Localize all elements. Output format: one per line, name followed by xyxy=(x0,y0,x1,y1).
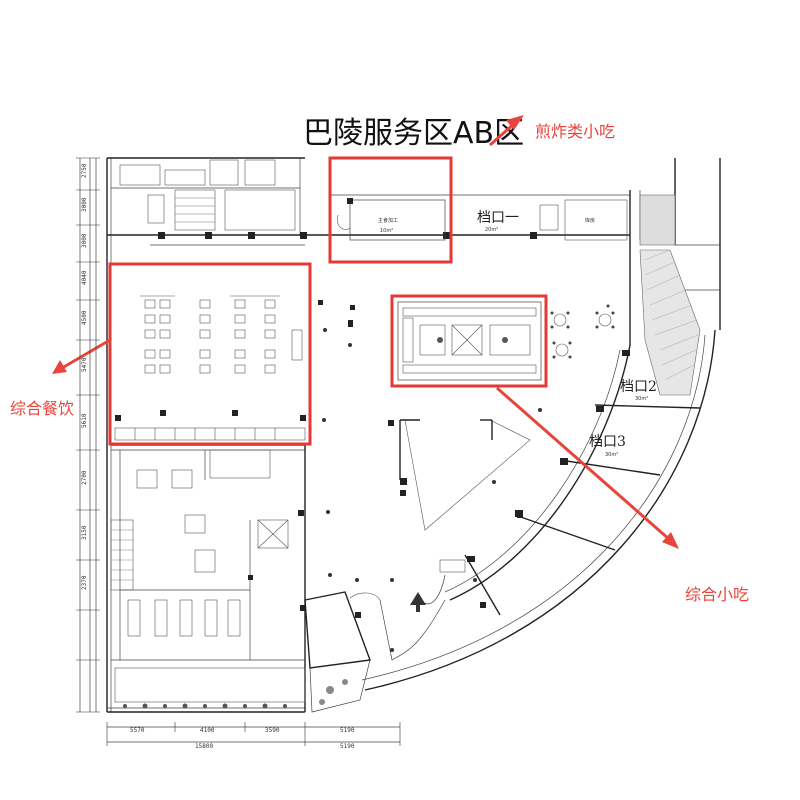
dim-left-6: 5610 xyxy=(81,413,88,428)
dining-label: 综合餐饮 xyxy=(10,399,74,418)
dim-bottom-2: 3590 xyxy=(265,727,280,734)
kitchen-highlight xyxy=(390,294,548,388)
svg-text:30m²: 30m² xyxy=(635,396,648,402)
svg-text:主食加工: 主食加工 xyxy=(378,217,398,224)
dim-left-0: 2750 xyxy=(81,163,88,178)
column-dots xyxy=(322,328,542,652)
stall-2-label: 档口2 xyxy=(620,379,657,395)
dim-left-9: 2370 xyxy=(81,575,88,590)
dim-left-7: 2700 xyxy=(81,470,88,485)
fried-snacks-room: 主食加工 10m² xyxy=(337,198,446,241)
stall-3-label: 档口3 xyxy=(589,434,626,450)
dim-left-1: 3000 xyxy=(81,197,88,212)
dining-tables xyxy=(140,295,303,374)
dim-bottom-5: 5190 xyxy=(340,743,355,750)
dim-left-5: 5470 xyxy=(81,357,88,372)
arrow-snacks xyxy=(496,386,679,549)
dim-bottom-4: 15800 xyxy=(195,743,213,750)
fried-snacks-label: 煎炸类小吃 xyxy=(535,122,615,141)
round-tables xyxy=(550,304,615,359)
entrance-area xyxy=(304,591,446,713)
dim-left-2: 3000 xyxy=(81,233,88,248)
dim-bottom-0: 5570 xyxy=(130,727,145,734)
lower-rooms xyxy=(110,444,306,712)
arrow-dining xyxy=(52,338,111,374)
direction-arrow-icon xyxy=(410,592,426,612)
outer-walls xyxy=(106,157,721,713)
hatched-wall-area xyxy=(639,194,701,396)
stall-1-label: 档口一 xyxy=(477,210,519,226)
snacks-label: 综合小吃 xyxy=(685,585,749,604)
svg-text:库房: 库房 xyxy=(585,217,595,224)
plan-title: 巴陵服务区AB区 xyxy=(303,116,524,151)
dim-bottom-1: 4100 xyxy=(200,727,215,734)
svg-text:30m²: 30m² xyxy=(605,452,618,458)
kitchen-island xyxy=(397,301,542,381)
fried-snacks-highlight xyxy=(328,156,453,264)
dining-counter-row xyxy=(114,427,306,441)
svg-text:10m²: 10m² xyxy=(380,228,393,234)
curved-facade xyxy=(361,329,716,691)
left-dimension-line: 2750 3000 3000 4040 4500 5470 5610 2700 … xyxy=(76,157,100,713)
dim-bottom-3: 5190 xyxy=(340,727,355,734)
dim-left-3: 4040 xyxy=(81,270,88,285)
back-rooms xyxy=(111,159,305,246)
bottom-dimension-line: 5570 4100 3590 5190 15800 5190 xyxy=(106,722,401,750)
svg-text:20m²: 20m² xyxy=(485,227,498,233)
columns xyxy=(115,232,537,618)
arrow-fried-snacks xyxy=(489,115,524,147)
dim-left-8: 3150 xyxy=(81,525,88,540)
dim-left-4: 4500 xyxy=(81,310,88,325)
counter xyxy=(419,559,466,605)
dining-highlight xyxy=(108,262,312,446)
stall-1-room: 档口一 20m² 库房 xyxy=(477,199,628,241)
central-display xyxy=(399,419,531,531)
